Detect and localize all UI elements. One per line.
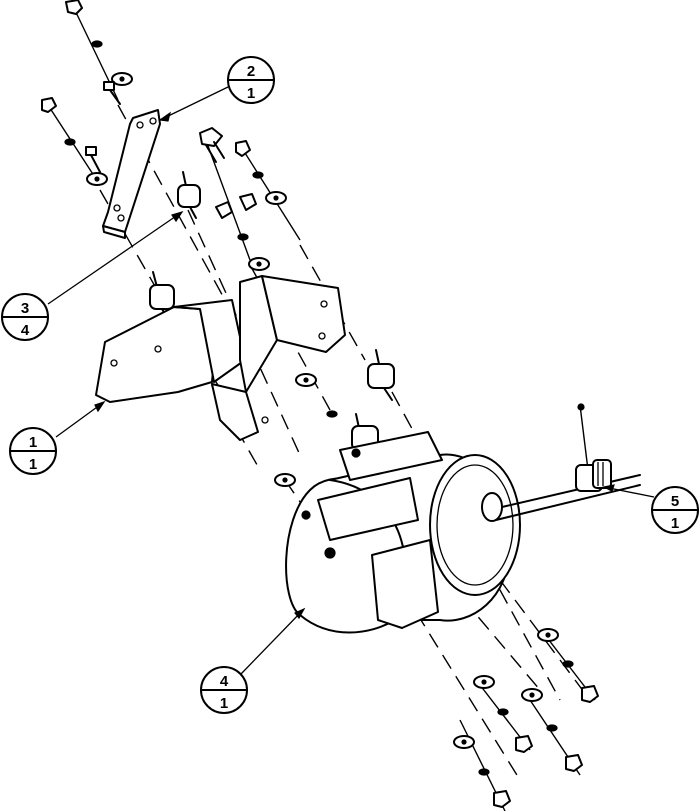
balloon-quantity: 1	[671, 515, 679, 532]
balloon-item-number: 4	[220, 673, 229, 690]
upper-bolt-set	[199, 127, 287, 271]
lower-fastener-set	[274, 373, 599, 808]
item-3-isolator-mounts	[149, 171, 395, 463]
balloon-item-number: 5	[671, 493, 679, 510]
leader-lines	[47, 86, 655, 676]
balloon-item-number: 1	[29, 434, 37, 451]
item-2-mounting-plate	[102, 109, 161, 239]
item-1-motor-bracket	[95, 275, 346, 441]
balloon-item-1: 1 1	[9, 427, 57, 475]
explode-axis-lines	[45, 3, 596, 811]
balloon-quantity: 1	[29, 456, 37, 473]
item-4-motor	[285, 431, 641, 634]
balloon-item-2: 2 1	[227, 56, 275, 104]
balloon-item-3: 3 4	[1, 293, 49, 341]
balloon-quantity: 4	[21, 322, 30, 339]
balloon-item-number: 3	[21, 300, 29, 317]
top-fastener-stack	[41, 0, 133, 186]
balloon-item-5: 5 1	[651, 486, 699, 534]
balloon-quantity: 1	[220, 695, 228, 712]
item-5-shaft-coupling	[575, 403, 612, 492]
balloon-item-number: 2	[247, 63, 255, 80]
balloon-item-4: 4 1	[200, 666, 248, 714]
balloon-quantity: 1	[247, 85, 255, 102]
